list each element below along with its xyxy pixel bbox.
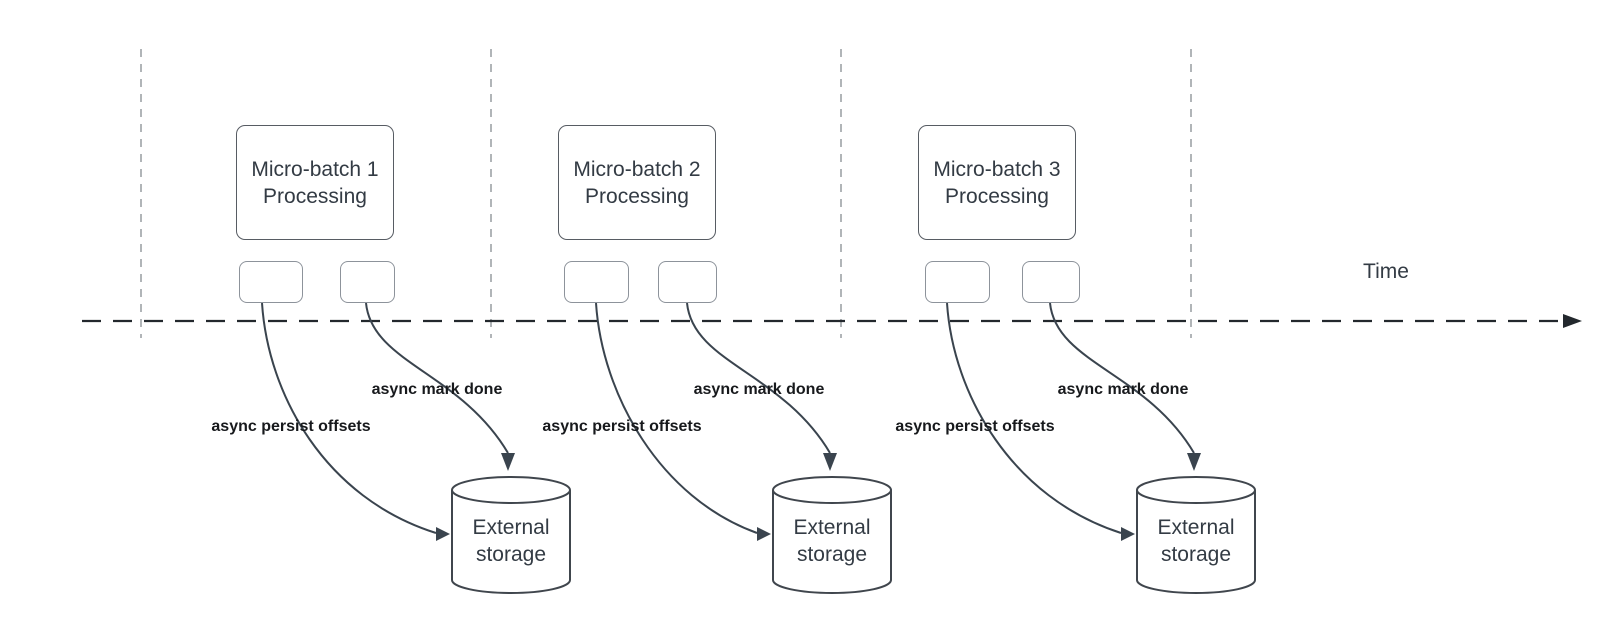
- micro-batch-3-process-box: Micro-batch 3 Processing: [918, 125, 1076, 240]
- persist-offsets-arrow-3: [946, 302, 1122, 534]
- micro-batch-2-process-box: Micro-batch 2 Processing: [558, 125, 716, 240]
- mark-done-arrowhead-2-icon: [823, 453, 837, 471]
- mark-done-arrowhead-3-icon: [1187, 453, 1201, 471]
- time-axis-arrowhead-icon: [1563, 314, 1582, 328]
- mark-done-task-box-1: [340, 261, 395, 303]
- persist-offsets-annotation-1: async persist offsets: [211, 418, 371, 435]
- persist-offsets-annotation-2: async persist offsets: [542, 418, 702, 435]
- micro-batch-2-process-label: Micro-batch 2 Processing: [573, 157, 701, 208]
- storage-cylinder-2-rim: [772, 489, 892, 504]
- storage-label-3: External storage: [1157, 516, 1235, 566]
- mark-done-arrow-1: [365, 302, 509, 454]
- mark-done-arrowhead-1-icon: [501, 453, 515, 471]
- mark-done-task-box-3: [1022, 261, 1080, 303]
- persist-offsets-annotation-3: async persist offsets: [895, 418, 1055, 435]
- persist-offsets-arrow-2: [595, 302, 758, 534]
- storage-label-2: External storage: [793, 516, 871, 566]
- mark-done-arrow-2: [686, 302, 831, 454]
- storage-cylinder-1: [451, 476, 571, 594]
- mark-done-annotation-1: async mark done: [371, 381, 503, 398]
- persist-offsets-arrowhead-2-icon: [757, 527, 771, 541]
- mark-done-annotation-2: async mark done: [693, 381, 825, 398]
- mark-done-annotation-3: async mark done: [1057, 381, 1189, 398]
- persist-task-box-3: [925, 261, 990, 303]
- persist-offsets-arrowhead-3-icon: [1121, 527, 1135, 541]
- persist-offsets-arrow-1: [261, 302, 437, 534]
- storage-cylinder-3-rim: [1136, 489, 1256, 504]
- persist-offsets-arrowhead-1-icon: [436, 527, 450, 541]
- persist-task-box-2: [564, 261, 629, 303]
- storage-cylinder-3: [1136, 476, 1256, 594]
- storage-label-1: External storage: [472, 516, 550, 566]
- micro-batch-1-process-label: Micro-batch 1 Processing: [251, 157, 379, 208]
- micro-batch-1-process-box: Micro-batch 1 Processing: [236, 125, 394, 240]
- persist-task-box-1: [239, 261, 303, 303]
- mark-done-arrow-3: [1049, 302, 1195, 454]
- time-axis-label: Time: [1363, 260, 1409, 283]
- micro-batch-3-process-label: Micro-batch 3 Processing: [933, 157, 1061, 208]
- storage-cylinder-2: [772, 476, 892, 594]
- storage-cylinder-1-rim: [451, 489, 571, 504]
- mark-done-task-box-2: [658, 261, 717, 303]
